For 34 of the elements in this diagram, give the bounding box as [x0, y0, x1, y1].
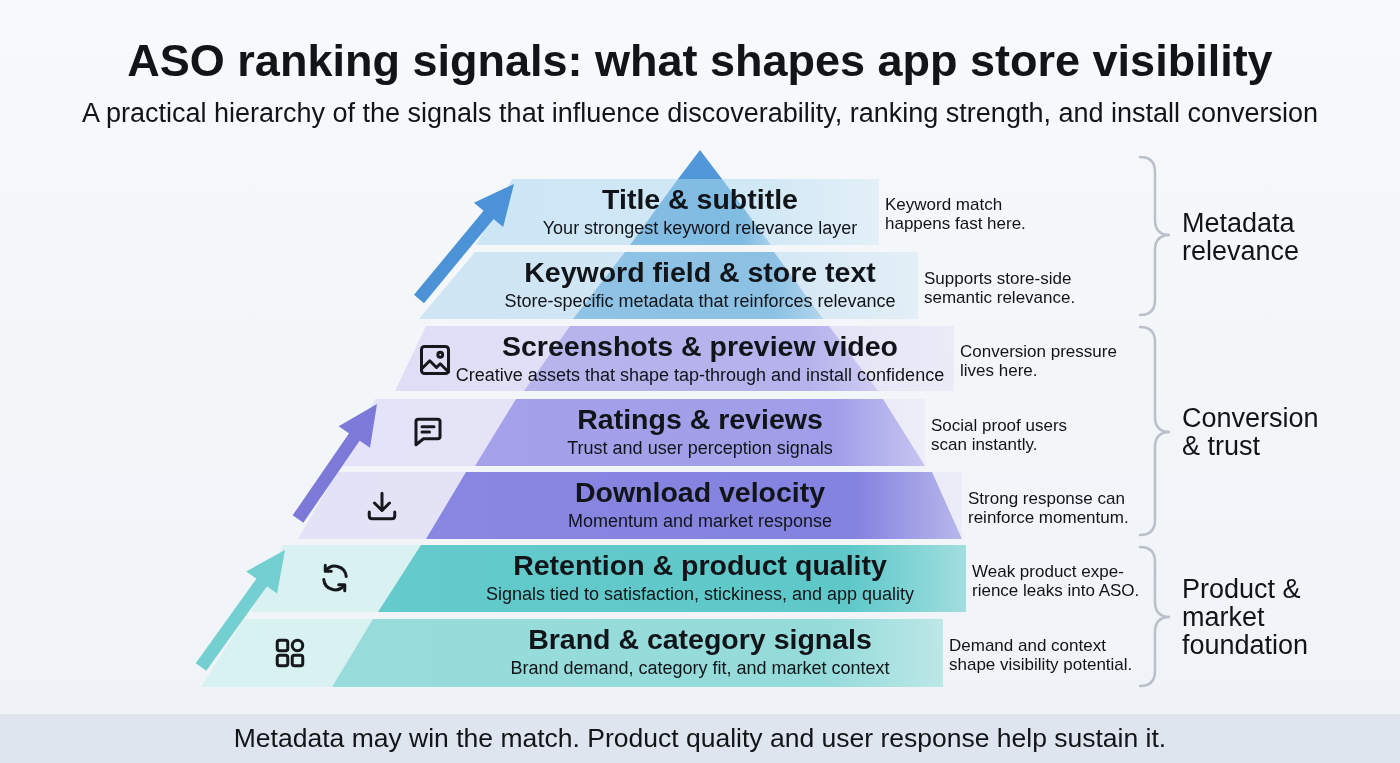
band-title: Title & subtitle	[602, 183, 798, 215]
band-description: Signals tied to satisfaction, stickiness, and app quality	[485, 583, 915, 605]
pyramid-band	[419, 252, 918, 319]
band-description: Brand demand, category fit, and market context	[510, 657, 890, 679]
page-title: ASO ranking signals: what shapes app store visibility	[127, 35, 1273, 87]
pyramid-band	[476, 179, 879, 245]
band-title: Download velocity	[574, 476, 826, 508]
side-note: Strong response can reinforce momentum.	[968, 488, 1130, 527]
band-title: Retention & product quality	[513, 549, 887, 581]
pyramid-band	[251, 545, 966, 612]
band-title: Brand & category signals	[528, 623, 872, 655]
side-note: Supports store-side semantic relevance.	[924, 268, 1077, 307]
band-title: Screenshots & preview video	[502, 330, 898, 362]
page-subtitle: A practical hierarchy of the signals that influence discoverability, ranking strength, and install conversion	[81, 97, 1319, 129]
band-description: Momentum and market response	[567, 510, 833, 532]
side-note: Keyword match happens fast here.	[885, 195, 1027, 233]
pyramid-band	[395, 326, 954, 391]
side-note: Conversion pressure lives here.	[960, 341, 1118, 380]
side-note: Social proof users scan instantly.	[931, 415, 1069, 454]
pyramid-band	[298, 472, 962, 539]
band-description: Your strongest keyword relevance layer	[542, 217, 858, 239]
pyramid-band	[201, 619, 943, 687]
pyramid-band	[342, 399, 925, 466]
band-description: Store-specific metadata that reinforces relevance	[504, 290, 896, 312]
band-title: Ratings & reviews	[577, 403, 823, 435]
band-title: Keyword field & store text	[524, 256, 876, 288]
group-label: Product & market foundation	[1182, 575, 1310, 659]
caption-text: Metadata may win the match. Product quality and user response help sustain it.	[233, 723, 1167, 754]
group-label: Conversion & trust	[1182, 404, 1320, 460]
side-note: Weak product expe- rience leaks into ASO.	[972, 561, 1141, 600]
band-description: Creative assets that shape tap-through and install confidence	[455, 364, 945, 386]
group-label: Metadata relevance	[1182, 209, 1301, 265]
side-note: Demand and context shape visibility potential.	[949, 636, 1134, 674]
band-description: Trust and user perception signals	[567, 437, 833, 459]
